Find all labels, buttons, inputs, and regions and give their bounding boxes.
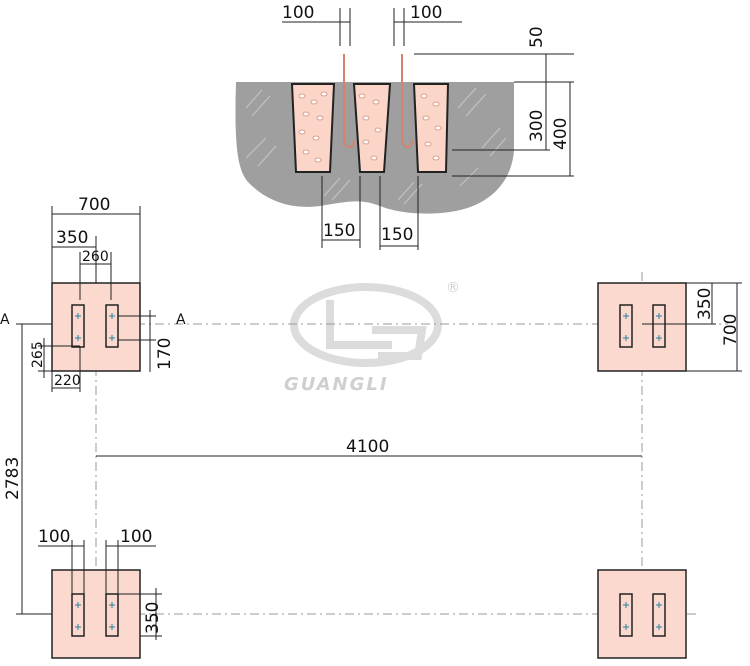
dim-width-right: 150 bbox=[381, 225, 413, 245]
plan-view: A A 700 bbox=[0, 195, 742, 659]
aggregate-pattern bbox=[298, 91, 442, 163]
anchor-bolt-left bbox=[343, 54, 355, 149]
dim-right-pad-half: 350 bbox=[695, 288, 715, 320]
dim-right-pad-width: 700 bbox=[721, 314, 741, 346]
anchor-bolt-right bbox=[401, 54, 413, 149]
dim-bottom-half: 350 bbox=[143, 602, 163, 634]
section-block-center bbox=[352, 83, 392, 173]
section-mark-right: A bbox=[176, 312, 186, 328]
section-mark-left: A bbox=[0, 312, 10, 328]
dim-gap-right: 100 bbox=[410, 3, 442, 23]
dim-offset-v: 265 bbox=[30, 341, 46, 368]
dim-bolt-right: 100 bbox=[120, 527, 152, 547]
guangli-logo: GUANGLI ® bbox=[284, 280, 460, 395]
pad-bottom-left bbox=[51, 569, 141, 659]
dim-depth-block: 300 bbox=[527, 110, 547, 142]
dim-depth-total: 400 bbox=[551, 118, 571, 150]
bolt-crosses bbox=[75, 313, 662, 630]
concrete-hatching bbox=[245, 87, 507, 205]
dim-slot-len: 170 bbox=[155, 338, 175, 370]
dim-span-y: 2783 bbox=[3, 457, 23, 500]
section-block-right bbox=[412, 83, 450, 173]
dim-bolt-left: 100 bbox=[38, 527, 70, 547]
pad-top-right bbox=[597, 282, 687, 372]
registered-mark: ® bbox=[446, 280, 460, 296]
dim-width-left: 150 bbox=[323, 221, 355, 241]
pad-top-left bbox=[51, 282, 141, 372]
dim-slot-span: 260 bbox=[82, 249, 109, 265]
watermark-brand: GUANGLI bbox=[284, 374, 389, 395]
section-block-left bbox=[290, 83, 336, 173]
dim-span-x: 4100 bbox=[346, 437, 389, 457]
dim-embed: 50 bbox=[527, 26, 547, 48]
pad-bottom-right bbox=[597, 569, 687, 659]
section-view: 100 100 50 300 400 150 150 bbox=[235, 3, 574, 250]
dim-pad-half: 350 bbox=[56, 228, 88, 248]
dim-offset-h: 220 bbox=[54, 373, 81, 389]
dim-pad-width: 700 bbox=[78, 195, 110, 215]
dim-gap-left: 100 bbox=[282, 3, 314, 23]
